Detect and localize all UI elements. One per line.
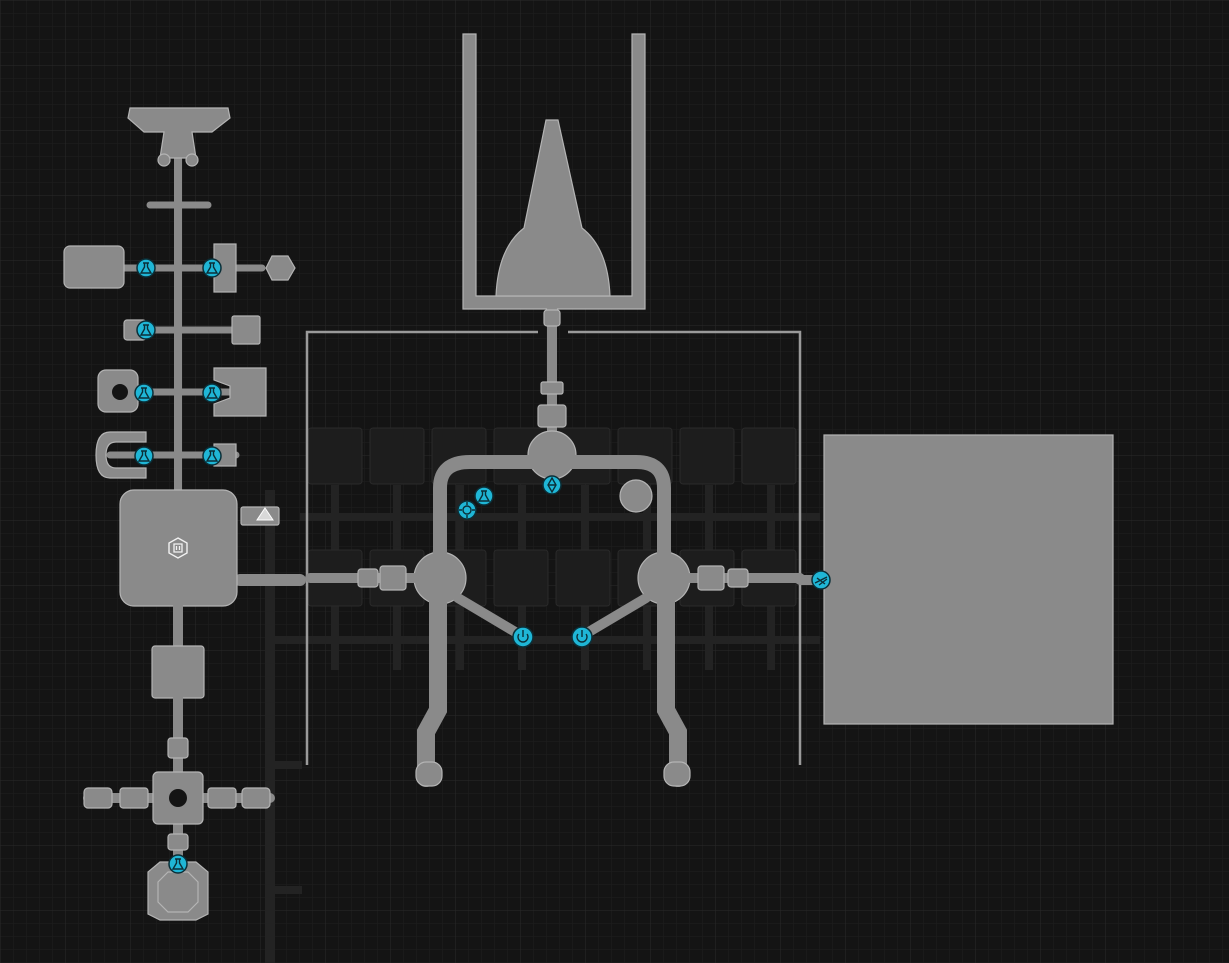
docking-bay xyxy=(795,434,1114,725)
lab-marker-7-icon[interactable] xyxy=(202,446,222,466)
marker-layer xyxy=(134,258,831,874)
objective-flask-icon[interactable] xyxy=(474,486,494,506)
hangar-wall xyxy=(305,330,802,765)
power-switch-left-icon[interactable] xyxy=(512,626,534,648)
navigation-marker-icon[interactable] xyxy=(542,475,562,495)
lab-marker-3-icon[interactable] xyxy=(136,320,156,340)
lab-marker-2-icon[interactable] xyxy=(202,258,222,278)
hub-shield-icon[interactable] xyxy=(168,537,188,559)
lab-marker-5-icon[interactable] xyxy=(202,383,222,403)
lab-marker-6-icon[interactable] xyxy=(134,446,154,466)
lower-lab-marker-icon[interactable] xyxy=(168,854,188,874)
launch-silo xyxy=(462,33,646,310)
rocket-shape xyxy=(495,119,611,297)
hangar-bays xyxy=(307,427,797,607)
south-wing xyxy=(83,645,275,921)
hangar-loop xyxy=(305,455,805,787)
lab-marker-1-icon[interactable] xyxy=(136,258,156,278)
lab-marker-4-icon[interactable] xyxy=(134,383,154,403)
dock-ship-icon[interactable] xyxy=(811,570,831,590)
power-switch-right-icon[interactable] xyxy=(571,626,593,648)
extraction-arrow-icon[interactable] xyxy=(256,507,274,521)
foundry-gear-icon[interactable] xyxy=(457,500,477,520)
west-wing xyxy=(63,107,296,496)
